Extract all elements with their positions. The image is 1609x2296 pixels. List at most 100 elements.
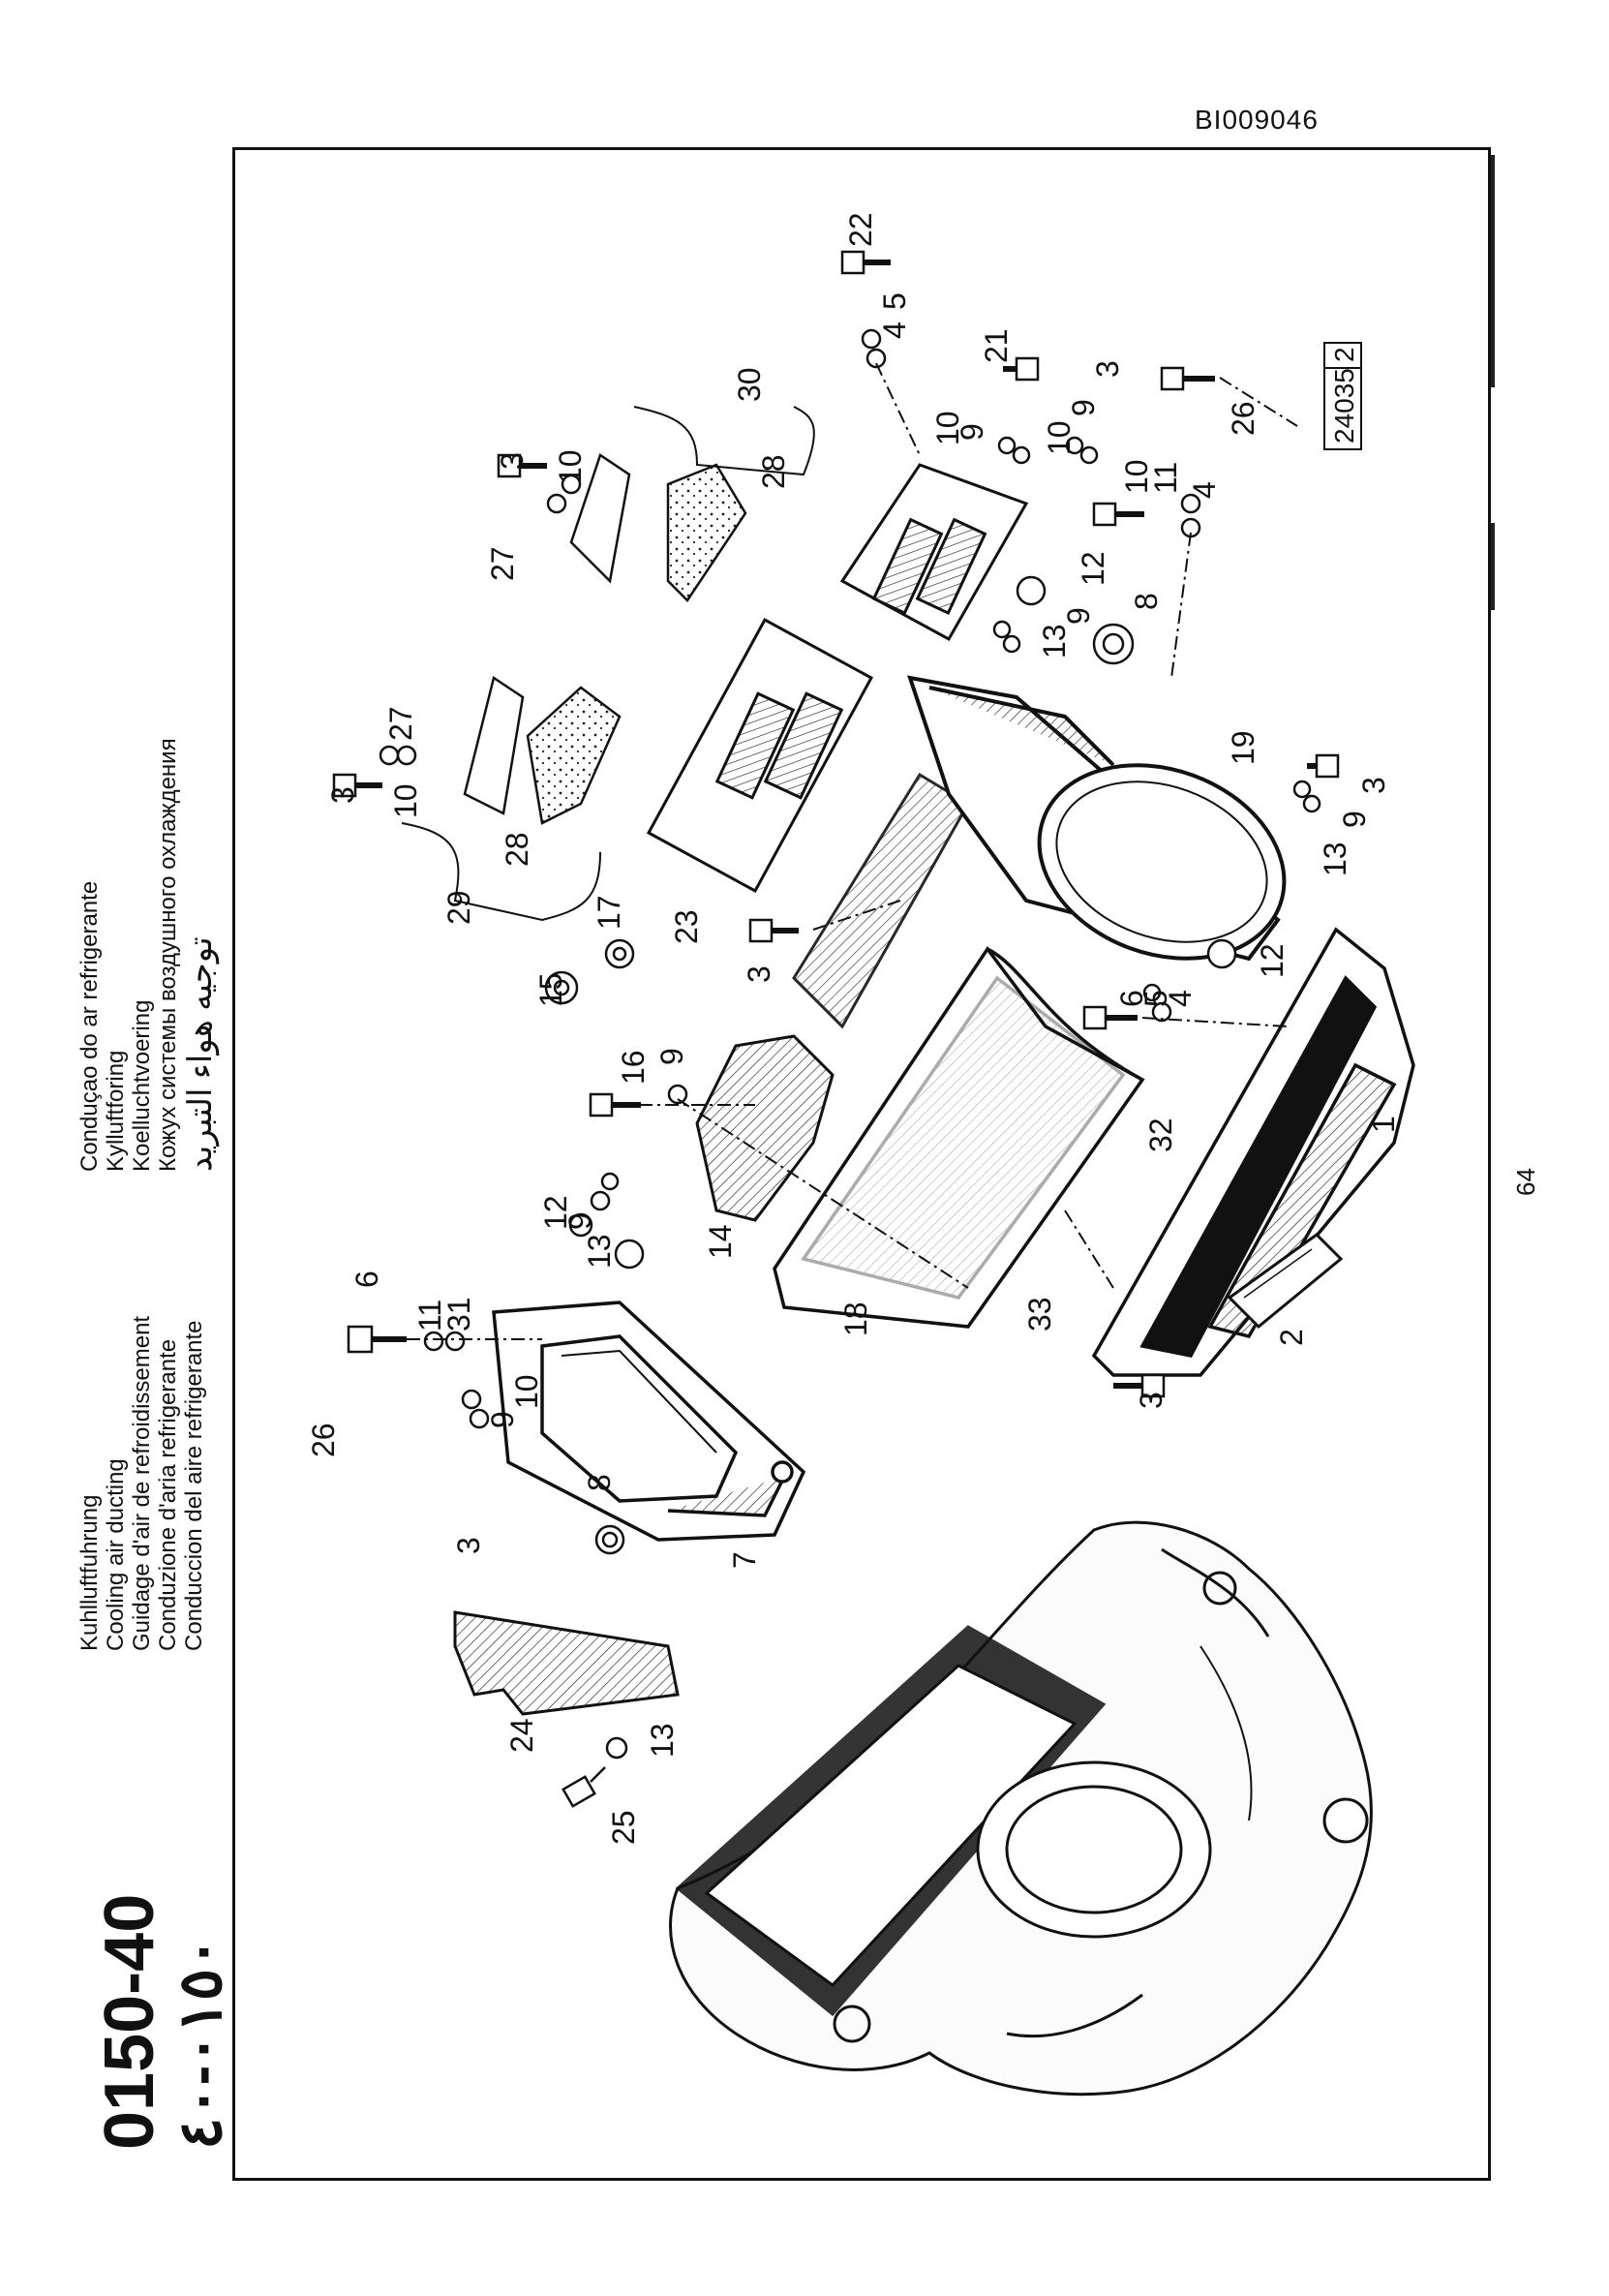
callout-8: 8 (1129, 593, 1164, 610)
callout-15: 15 (533, 972, 568, 1007)
document-id: BI009046 (1195, 105, 1319, 135)
part-14-bracket (695, 1034, 835, 1222)
part-19-fan-cowl (907, 675, 1287, 962)
callout-13: 13 (1318, 842, 1352, 876)
callout-12: 12 (1255, 943, 1290, 978)
part-2-connector (1227, 1233, 1344, 1330)
callout-11: 11 (412, 1300, 447, 1332)
callout-8: 8 (582, 1474, 617, 1491)
illustration-number-box: 24035 2 (1323, 342, 1362, 450)
callout-17: 17 (592, 895, 626, 930)
title-en: Cooling air ducting (103, 1458, 129, 1651)
part-29-louver-frame (646, 617, 874, 894)
callout-4: 4 (1187, 481, 1222, 499)
callout-29: 29 (441, 890, 476, 925)
title-block-2: Conduçao do ar refrigerante Kylluftforin… (76, 738, 220, 1172)
callout-7: 7 (727, 1551, 762, 1569)
callout-9: 9 (1337, 811, 1372, 828)
title-de: Kuhlluftfuhrung (76, 1495, 103, 1651)
callout-labels: 1 2 3 3 3 3 3 3 3 4 4 4 5 5 6 6 7 8 8 9 … (306, 212, 1401, 1845)
part-1-air-guide (1091, 927, 1415, 1377)
title-ru: Кожух системы воздушного охлаждения (155, 738, 181, 1172)
page-number: 64 (1511, 1168, 1540, 1196)
part-27-bracket (463, 453, 631, 815)
callout-27: 27 (485, 546, 520, 581)
callout-10: 10 (1042, 420, 1077, 455)
callout-18: 18 (838, 1301, 873, 1336)
callout-5: 5 (877, 292, 912, 310)
illustration-number: 24035 (1329, 368, 1359, 444)
callout-9: 9 (562, 1212, 597, 1230)
leader-lines (407, 362, 1298, 1340)
callout-10: 10 (1119, 459, 1154, 494)
group-brackets (401, 406, 815, 922)
part-18-duct-body (773, 945, 1145, 1329)
callout-9: 9 (1066, 399, 1101, 416)
part-7-shroud (492, 1301, 806, 1542)
callout-22: 22 (843, 212, 878, 247)
callout-4: 4 (1163, 990, 1198, 1007)
callout-12: 12 (1076, 551, 1110, 586)
title-nl: Koelluchtvoering (129, 1000, 155, 1172)
callout-6: 6 (349, 1270, 384, 1288)
callout-26: 26 (306, 1423, 341, 1457)
callout-9: 9 (955, 423, 989, 441)
part-28-perforated-plate (526, 463, 747, 825)
frame-edge-mark (1491, 155, 1495, 387)
callout-3: 3 (742, 965, 776, 983)
callout-12: 12 (538, 1195, 573, 1230)
callout-28: 28 (756, 454, 791, 489)
title-pt: Conduçao do ar refrigerante (76, 881, 103, 1172)
nut-icon (544, 575, 1237, 1555)
callout-31: 31 (441, 1297, 476, 1332)
callout-9: 9 (654, 1048, 689, 1065)
illustration-variant: 2 (1329, 347, 1359, 362)
part-24-baffle (453, 1610, 680, 1716)
drawing-frame (232, 147, 1491, 2181)
callout-4: 4 (877, 321, 912, 339)
callout-32: 32 (1143, 1117, 1178, 1152)
callout-13: 13 (645, 1723, 680, 1758)
callout-11: 11 (1148, 462, 1183, 494)
frame-edge-mark (1491, 523, 1495, 610)
callout-19: 19 (1226, 730, 1260, 765)
bolt-icon (332, 250, 1340, 1398)
callout-28: 28 (500, 832, 534, 867)
callout-26: 26 (1226, 401, 1260, 436)
title-it: Conduzione d'aria refrigerante (155, 1339, 181, 1651)
callout-21: 21 (979, 328, 1014, 363)
engine-illustration (669, 1520, 1373, 2097)
callout-27: 27 (383, 706, 418, 741)
title-es: Conduccion del aire refrigerante (181, 1320, 207, 1651)
part-25-bolt (562, 1766, 606, 1808)
callout-24: 24 (504, 1718, 539, 1753)
callout-9: 9 (485, 1411, 520, 1428)
part-23-side-panel (792, 772, 971, 1029)
callout-13: 13 (1037, 624, 1072, 658)
section-code: 0150-40 (91, 1894, 168, 2150)
callout-3: 3 (1134, 1392, 1169, 1409)
callout-10: 10 (388, 783, 423, 818)
callout-25: 25 (606, 1810, 641, 1845)
callout-3: 3 (495, 452, 530, 470)
callout-30: 30 (732, 367, 767, 402)
callout-3: 3 (451, 1537, 486, 1554)
callout-3: 3 (1090, 360, 1125, 378)
callout-23: 23 (669, 909, 704, 944)
callout-10: 10 (553, 449, 588, 484)
part-30-louver-frame (839, 463, 1029, 642)
title-fr: Guidage d'air de refroidissement (129, 1316, 155, 1651)
callout-33: 33 (1022, 1297, 1057, 1332)
callout-10: 10 (930, 411, 965, 445)
callout-16: 16 (616, 1050, 651, 1085)
callout-2: 2 (1274, 1329, 1309, 1346)
callout-5: 5 (1138, 990, 1173, 1007)
callout-6: 6 (1114, 990, 1149, 1007)
callout-3: 3 (325, 786, 360, 804)
callout-3: 3 (1356, 777, 1391, 794)
callout-14: 14 (703, 1224, 738, 1259)
callout-13: 13 (582, 1234, 617, 1269)
callout-9: 9 (1061, 607, 1096, 625)
part-13-washer (605, 1736, 628, 1760)
